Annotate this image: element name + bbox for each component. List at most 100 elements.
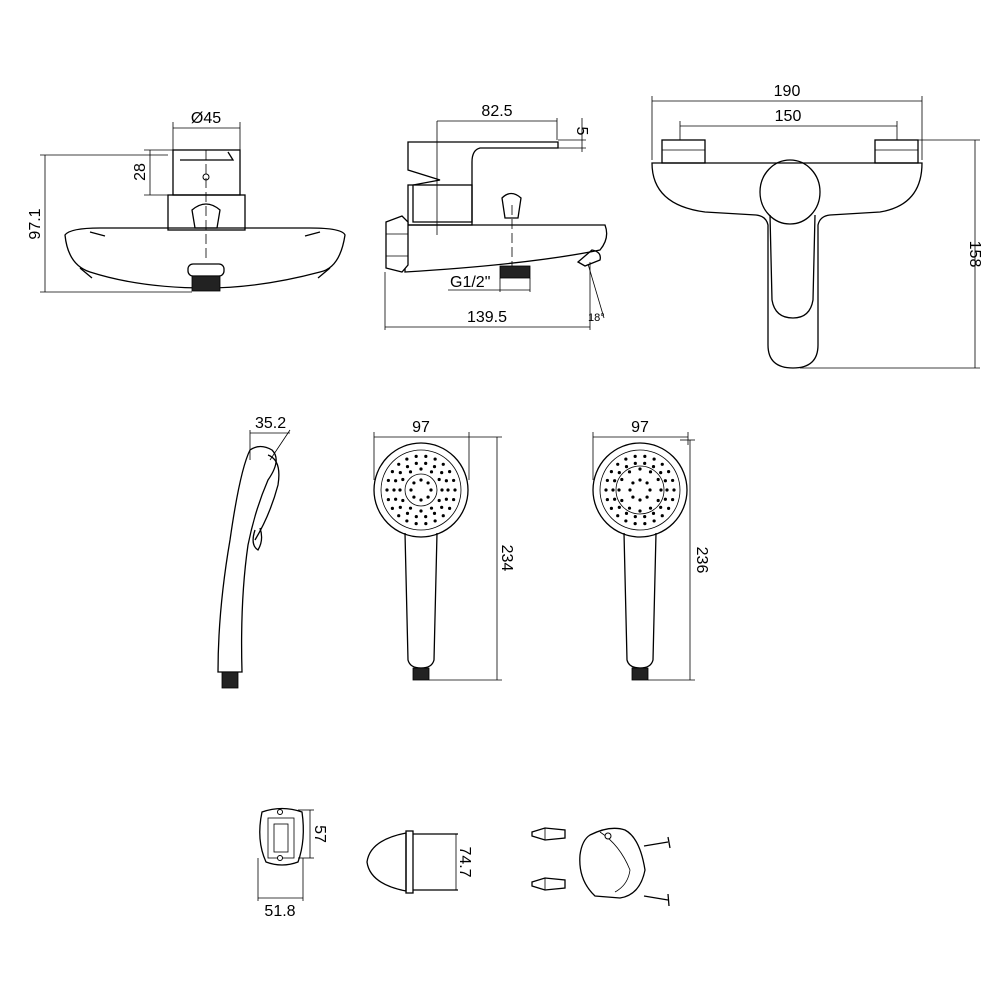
nozzle-dot [440, 471, 444, 475]
hand-shower-front-1: 97 234 [373, 419, 515, 681]
nozzle-dot [414, 514, 418, 519]
holder-length-label: 74.7 [456, 846, 473, 877]
head-depth-label: 35.2 [255, 415, 286, 432]
nozzle-dot [446, 488, 450, 492]
nozzle-dot [419, 509, 423, 513]
nozzle-dot [620, 498, 624, 503]
mixer-side-view: 82.5 5 G1/2" 139.5 18° [384, 103, 608, 330]
nozzle-dot [624, 465, 629, 469]
nozzle-dot [631, 495, 635, 499]
wall-bracket: 57 51.8 [257, 807, 328, 920]
nozzle-dot [394, 497, 398, 501]
nozzle-dot [385, 488, 389, 492]
nozzle-dot [628, 488, 632, 492]
nozzle-dot [397, 514, 401, 518]
nozzle-dot [667, 506, 671, 510]
nozzle-dot [414, 461, 418, 466]
nozzle-dot [671, 478, 675, 483]
nozzle-dot [643, 522, 647, 526]
angle-label: 18° [588, 312, 605, 324]
nozzle-dot [643, 514, 647, 519]
nozzle-dot [617, 471, 621, 475]
nozzle-dot [648, 506, 653, 510]
nozzle-dot [609, 470, 613, 474]
nozzle-dot [429, 470, 434, 474]
nozzle-dot [638, 478, 642, 482]
nozzle-dot [624, 457, 628, 461]
nozzle-dot [667, 470, 671, 474]
nozzle-dot [627, 470, 632, 474]
nozzle-dot [656, 477, 660, 482]
nozzle-dot [656, 498, 660, 503]
nozzle-dot [433, 457, 437, 461]
nozzle-dot [432, 511, 437, 515]
nozzle-dot [386, 478, 390, 483]
nozzle-dot [419, 478, 423, 482]
nozzle-dot [398, 505, 402, 509]
nozzle-dot [452, 497, 456, 502]
nozzle-dot [611, 488, 615, 492]
nozzle-dot [660, 462, 664, 466]
nozzle-dot [444, 479, 448, 483]
nozzle-dot [638, 498, 642, 502]
nozzle-dot [638, 467, 642, 471]
lever-offset-label: 5 [573, 127, 590, 136]
nozzle-dot [651, 511, 656, 515]
nozzle-dot [605, 497, 609, 502]
nozzle-dot [645, 495, 649, 499]
nozzle-dot [433, 519, 437, 523]
nozzle-dot [633, 514, 637, 519]
depth-label: 158 [966, 241, 983, 268]
nozzle-dot [394, 479, 398, 483]
nozzle-dot [414, 454, 418, 458]
nozzle-dot [633, 454, 637, 458]
nozzle-dot [672, 488, 676, 492]
nozzle-dot [397, 462, 401, 466]
nozzle-dot [448, 470, 452, 474]
total-width-label: 190 [774, 83, 801, 100]
nozzle-dot [671, 497, 675, 502]
nozzle-dot [429, 506, 434, 510]
nozzle-dot [429, 488, 433, 492]
nozzle-dot [444, 497, 448, 501]
nozzle-dot [624, 511, 629, 515]
nozzle-dot [648, 470, 653, 474]
nozzle-dot [405, 457, 409, 461]
diameter-label: Ø45 [191, 110, 221, 127]
nozzle-dot [441, 462, 445, 466]
hand-shower-side-view: 35.2 [217, 415, 291, 689]
nozzle-dot [401, 498, 405, 503]
nozzle-dot [613, 479, 617, 483]
nozzle-dot [408, 506, 413, 510]
nozzle-dot [665, 488, 669, 492]
nozzle-dot [651, 465, 656, 469]
nozzle-dot [616, 514, 620, 518]
nozzle-dot [424, 454, 428, 458]
nozzle-dot [613, 497, 617, 501]
nozzle-dot [426, 495, 430, 499]
nozzle-dot [645, 481, 649, 485]
nozzle-dot [648, 488, 652, 492]
nozzle-dot [419, 467, 423, 471]
nozzle-dot [605, 478, 609, 483]
wall-plug-icon [531, 877, 566, 891]
width-label-1: 97 [412, 419, 430, 436]
nozzle-dot [412, 495, 416, 499]
nozzle-dot [409, 488, 413, 492]
screw-icon [643, 893, 670, 907]
nozzle-dot [405, 511, 410, 515]
nozzle-dot [643, 454, 647, 458]
screw-icon [643, 836, 671, 849]
width-label-2: 97 [631, 419, 649, 436]
length-label-1: 234 [498, 545, 515, 572]
nozzle-dot [440, 505, 444, 509]
total-height-label: 97.1 [27, 208, 44, 239]
mixer-front-view: Ø45 28 97.1 [27, 110, 346, 293]
nozzle-dot [663, 479, 667, 483]
wall-plug-icon [531, 827, 566, 841]
nozzle-dot [633, 461, 637, 466]
nozzle-dot [401, 477, 405, 482]
nozzle-dot [390, 506, 394, 510]
nozzle-dot [617, 488, 621, 492]
